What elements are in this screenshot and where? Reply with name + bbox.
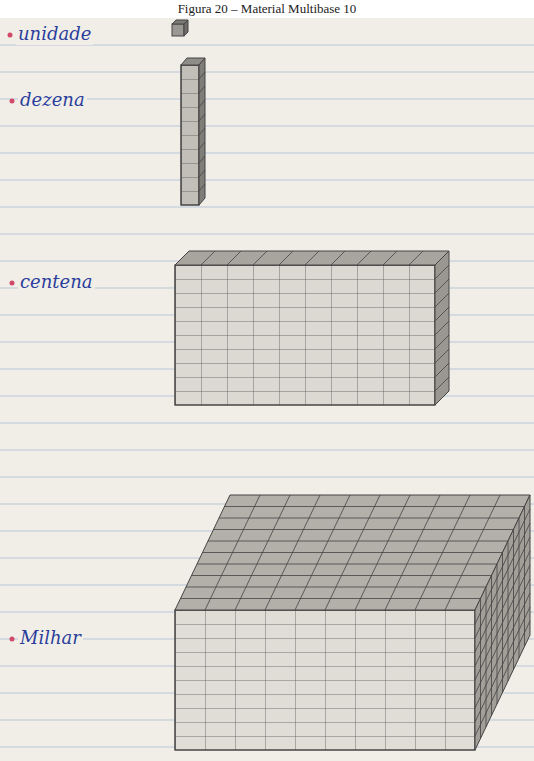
ten-rod: [181, 58, 205, 205]
block-label: Milhar: [18, 627, 83, 649]
block-label: dezena: [18, 89, 87, 111]
block-label: centena: [18, 271, 95, 293]
figure-title: Figura 20 – Material Multibase 10: [174, 1, 361, 17]
unit-cube: [172, 20, 188, 36]
hundred-flat: [175, 251, 449, 405]
top-strip: [0, 0, 534, 18]
bullet-dots: [8, 33, 15, 642]
thousand-cube: [175, 495, 530, 750]
block-label: unidade: [16, 23, 93, 45]
